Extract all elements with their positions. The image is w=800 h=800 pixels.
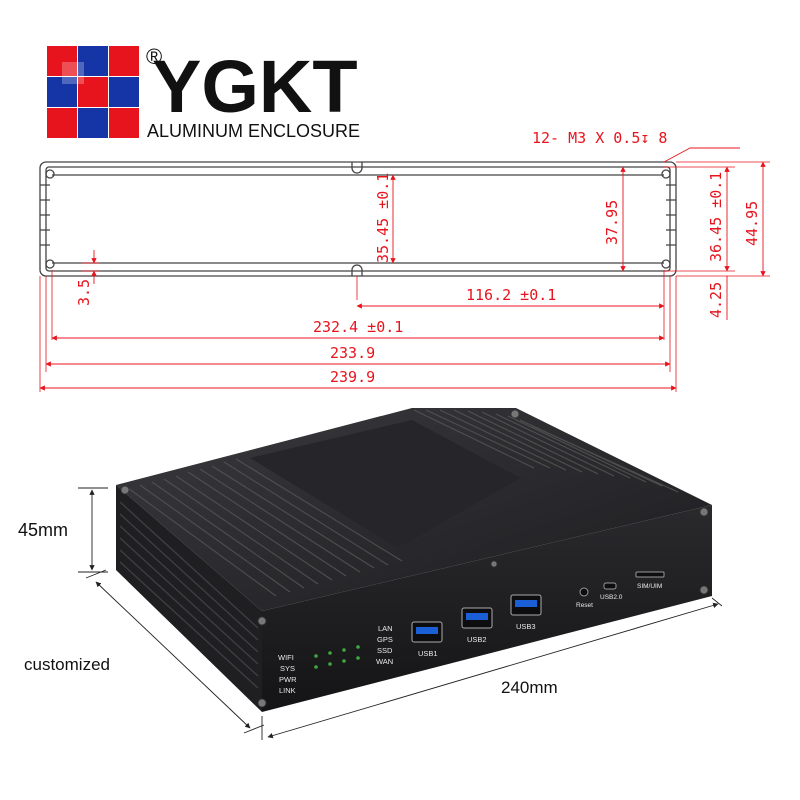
led-label: SYS xyxy=(280,664,295,673)
dim-total-height: 44.95 xyxy=(743,201,761,246)
usb-label: USB3 xyxy=(516,622,536,631)
dim-half-width: 116.2 ±0.1 xyxy=(466,286,556,304)
custom-label: customized xyxy=(24,655,110,674)
usb2-label: USB2.0 xyxy=(600,594,623,601)
profile-outline xyxy=(39,161,677,277)
dim-inner-height: 35.45 ±0.1 xyxy=(374,173,392,263)
led-label: WAN xyxy=(376,657,393,666)
dim-inner-width: 232.4 ±0.1 xyxy=(313,318,403,336)
product-dimensions: 45mm customized 240mm xyxy=(18,487,723,740)
logo-mark-icon xyxy=(47,46,139,138)
brand-name: YGKT xyxy=(152,45,358,128)
height-label: 45mm xyxy=(18,520,68,540)
reset-hole-icon xyxy=(579,587,589,597)
enclosure-render: WIFI SYS PWR LINK LAN GPS SSD WAN xyxy=(116,408,712,712)
dim-outer-inner-height: 36.45 ±0.1 xyxy=(707,172,725,262)
usb-c-port-icon xyxy=(603,582,617,590)
usb-port-icon xyxy=(510,594,542,616)
sim-slot-icon xyxy=(635,571,665,578)
thread-note: 12- M3 X 0.5↧ 8 xyxy=(532,129,667,147)
usb-port-icon xyxy=(411,621,443,643)
dim-total-width: 239.9 xyxy=(330,368,375,386)
length-label: 240mm xyxy=(501,678,558,697)
usb-label: USB2 xyxy=(467,635,487,644)
led-label: SSD xyxy=(377,646,393,655)
brand-logo: YGKT ® ALUMINUM ENCLOSURE xyxy=(47,44,360,141)
led-label: GPS xyxy=(377,635,393,644)
usb-label: USB1 xyxy=(418,649,438,658)
led-label: PWR xyxy=(279,675,297,684)
brand-tagline: ALUMINUM ENCLOSURE xyxy=(147,121,360,141)
dim-mid-width: 233.9 xyxy=(330,344,375,362)
led-label: LINK xyxy=(279,686,296,695)
dim-edge-offset: 4.25 xyxy=(707,282,725,318)
led-label: LAN xyxy=(378,624,393,633)
registered-mark: ® xyxy=(146,44,162,69)
led-label: WIFI xyxy=(278,653,294,662)
sim-label: SIM/UIM xyxy=(637,583,662,590)
usb-port-icon xyxy=(461,607,493,629)
dim-rail-height: 37.95 xyxy=(603,200,621,245)
reset-label: Reset xyxy=(576,602,593,609)
profile-drawing: 12- M3 X 0.5↧ 8 35.45 ±0.1 37.95 36.45 ±… xyxy=(39,129,770,392)
dim-slot-depth: 3.5 xyxy=(75,279,93,306)
